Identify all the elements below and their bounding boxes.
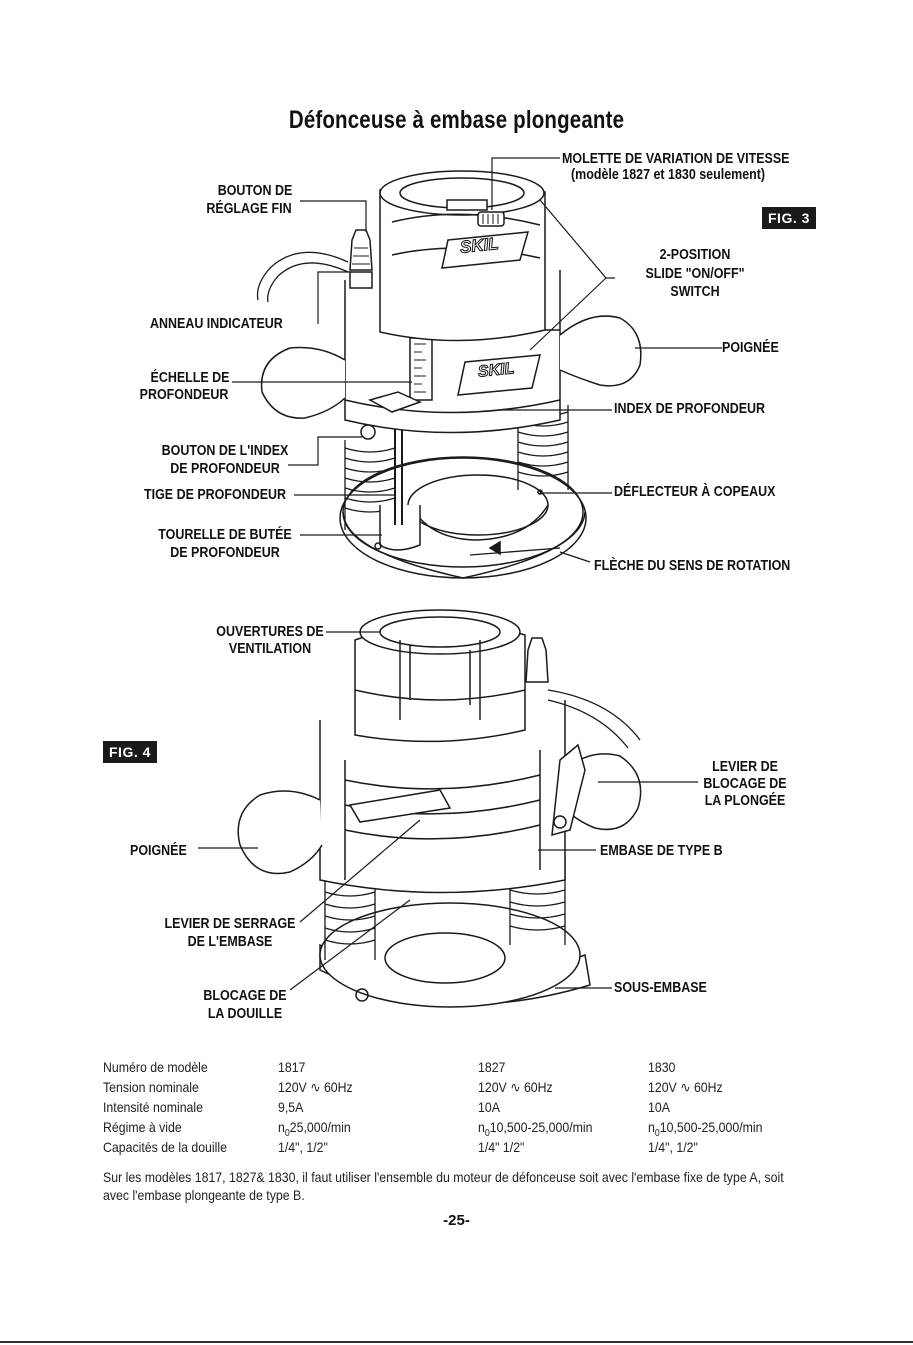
label-depth-scale-2: PROFONDEUR: [139, 387, 229, 403]
spec-label-model: Numéro de modèle: [103, 1059, 208, 1075]
spec-1830-voltage: 120V ∿ 60Hz: [648, 1079, 723, 1095]
page-number: -25-: [443, 1212, 470, 1229]
label-collet-lock-1: BLOCAGE DE: [203, 988, 287, 1004]
label-switch-1: 2-POSITION: [659, 247, 731, 263]
label-index-knob-2: DE PROFONDEUR: [170, 461, 280, 477]
spec-1830-speed: n010,500-25,000/min: [648, 1119, 763, 1139]
label-vents-1: OUVERTURES DE: [216, 624, 324, 640]
label-fine-adjust-2: RÉGLAGE FIN: [206, 201, 292, 217]
spec-label-collet: Capacités de la douille: [103, 1139, 227, 1155]
label-index-knob-1: BOUTON DE L'INDEX: [161, 443, 289, 459]
label-fine-adjust-1: BOUTON DE: [217, 183, 293, 199]
skil-logo-lower: SKIL: [477, 360, 516, 382]
spec-1830-current: 10A: [648, 1099, 670, 1115]
spec-1817-model: 1817: [278, 1059, 306, 1075]
label-plunge-lock-2: BLOCAGE DE: [703, 776, 787, 792]
bottom-rule: [0, 1341, 913, 1343]
label-turret-1: TOURELLE DE BUTÉE: [158, 527, 292, 543]
spec-1827-model: 1827: [478, 1059, 506, 1075]
spec-label-current: Intensité nominale: [103, 1099, 204, 1115]
label-base-type-b: EMBASE DE TYPE B: [600, 843, 723, 859]
spec-1827-voltage: 120V ∿ 60Hz: [478, 1079, 553, 1095]
fig3-badge: FIG. 3: [762, 207, 816, 229]
label-handle-fig3: POIGNÉE: [722, 340, 779, 356]
label-base-clamp-1: LEVIER DE SERRAGE: [164, 916, 296, 932]
label-depth-index: INDEX DE PROFONDEUR: [614, 401, 766, 417]
label-handle-fig4: POIGNÉE: [130, 843, 187, 859]
skil-logo-upper: SKIL: [459, 234, 501, 258]
fig4-router-illustration: [198, 609, 698, 1008]
label-vents-2: VENTILATION: [228, 641, 312, 657]
label-speed-dial: MOLETTE DE VARIATION DE VITESSE: [562, 151, 790, 167]
spec-1817-collet: 1/4", 1/2": [278, 1139, 328, 1155]
label-plunge-lock-3: LA PLONGÉE: [704, 793, 786, 809]
spec-1817-speed: n025,000/min: [278, 1119, 351, 1139]
spec-1827-speed: n010,500-25,000/min: [478, 1119, 593, 1139]
spec-1830-model: 1830: [648, 1059, 676, 1075]
page-title: Défonceuse à embase plongeante: [288, 106, 625, 134]
label-switch-2: SLIDE "ON/OFF": [645, 266, 745, 282]
label-depth-rod: TIGE DE PROFONDEUR: [144, 487, 287, 503]
spec-label-speed: Régime à vide: [103, 1119, 182, 1135]
label-sub-base: SOUS-EMBASE: [614, 980, 707, 996]
spec-1827-collet: 1/4" 1/2": [478, 1139, 525, 1155]
label-turret-2: DE PROFONDEUR: [170, 545, 280, 561]
spec-1827-current: 10A: [478, 1099, 500, 1115]
label-collet-lock-2: LA DOUILLE: [207, 1006, 283, 1022]
label-base-clamp-2: DE L'EMBASE: [187, 934, 273, 950]
spec-1817-current: 9,5A: [278, 1099, 304, 1115]
label-indicator-ring: ANNEAU INDICATEUR: [150, 316, 283, 332]
spec-1817-voltage: 120V ∿ 60Hz: [278, 1079, 353, 1095]
spec-1830-collet: 1/4", 1/2": [648, 1139, 698, 1155]
label-switch-3: SWITCH: [670, 284, 720, 300]
spec-label-voltage: Tension nominale: [103, 1079, 199, 1095]
label-plunge-lock-1: LEVIER DE: [712, 759, 778, 775]
label-speed-dial-note: (modèle 1827 et 1830 seulement): [571, 167, 766, 183]
fig3-router-illustration: [232, 157, 722, 579]
fig4-badge: FIG. 4: [103, 741, 157, 763]
label-chip-deflector: DÉFLECTEUR À COPEAUX: [614, 484, 776, 500]
usage-note: Sur les modèles 1817, 1827& 1830, il fau…: [103, 1169, 784, 1203]
label-depth-scale-1: ÉCHELLE DE: [150, 370, 230, 386]
label-rotation-arrow: FLÈCHE DU SENS DE ROTATION: [594, 558, 791, 574]
